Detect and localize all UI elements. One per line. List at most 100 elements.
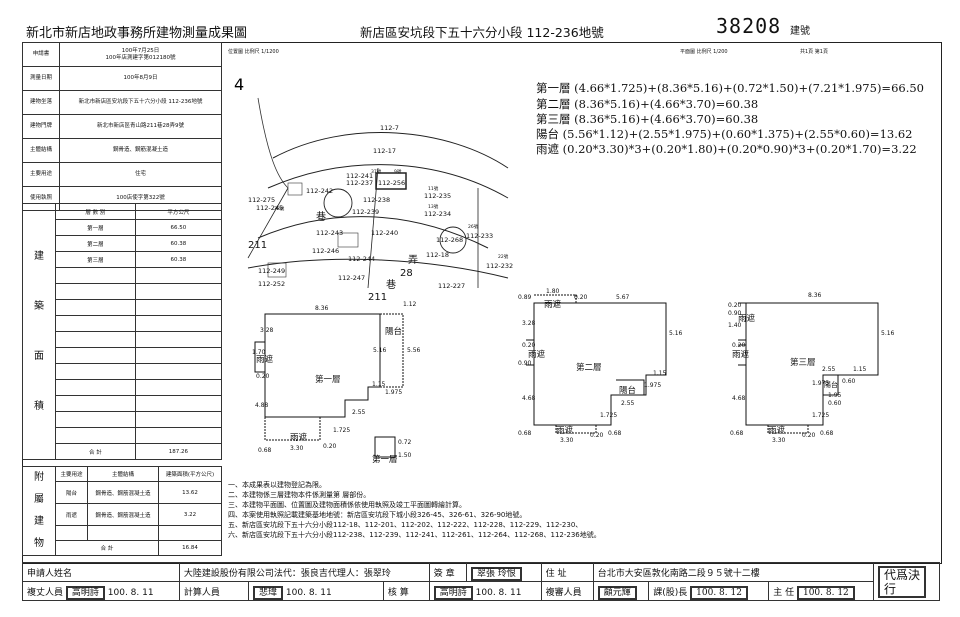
copier-stamp: 高明詩	[65, 585, 105, 600]
dim-label: 0.20	[256, 373, 270, 380]
seal-cell: 翠張 玲恨	[465, 562, 542, 582]
director-cell: 主 任 100. 8. 12	[768, 581, 874, 601]
calc-label: 計算人員	[178, 581, 250, 601]
checker-label: 核 算	[382, 581, 430, 601]
lot-label: 112-249	[258, 267, 285, 275]
annex-use: 雨遮	[55, 503, 88, 526]
dim-label: 2.55	[352, 409, 366, 416]
proxy-cell: 代爲決行	[872, 562, 941, 601]
north-mark: 4	[234, 75, 244, 94]
floor2-canopy-label: 雨遮	[556, 425, 574, 436]
checker-cell: 高明詩 100. 8. 11	[428, 581, 542, 601]
annex-char-2: 屬	[34, 494, 44, 505]
annex-char-1: 附	[34, 472, 44, 483]
road-label: 28	[400, 268, 413, 279]
floor-area: 60.38	[134, 235, 223, 252]
section-chief-label: 課(股)長	[653, 587, 688, 598]
checker-date: 100. 8. 11	[475, 587, 522, 598]
dim-label: 3.28	[260, 327, 274, 334]
dim-label: 3.28	[522, 320, 536, 327]
floor-area: 60.38	[134, 251, 223, 268]
dim-label: 1.12	[403, 301, 417, 308]
director-label: 主 任	[773, 587, 795, 598]
usage-value: 住宅	[59, 162, 222, 187]
site-map-header: 位置圖 比例尺 1/1200	[228, 49, 279, 55]
calc-stamp: 悲瑋	[253, 585, 284, 600]
dim-label: 1.975	[644, 382, 661, 389]
house-number: 13號	[428, 203, 439, 210]
floor1-plan: 第一層 陽台 雨遮 雨遮 第一層 8.36 1.12 3.28 5.16 5.5…	[252, 301, 421, 465]
lot-label: 112-237	[346, 179, 373, 187]
dim-label: 1.15	[372, 381, 386, 388]
dim-label: 5.67	[616, 294, 630, 301]
house-number: 11號	[428, 185, 439, 192]
lot-label: 112-234	[424, 210, 451, 218]
dim-label: 0.60	[842, 378, 856, 385]
dim-label: 0.60	[828, 400, 842, 407]
empty-row	[23, 363, 223, 380]
annex-side-label: 附 屬 建 物	[22, 466, 56, 556]
dim-label: 0.20	[590, 432, 604, 439]
annex-col-use: 主要用途	[55, 466, 88, 482]
dim-label: 1.725	[333, 427, 350, 434]
area-side-label: 建 築 面 積	[22, 203, 56, 460]
floor-area: 66.50	[134, 219, 223, 236]
empty-row	[23, 267, 223, 284]
dim-label: 1.40	[728, 322, 742, 329]
house-number: 37號	[371, 168, 382, 175]
dim-label: 0.20	[522, 342, 536, 349]
page-count: 共1頁 第1頁	[800, 49, 828, 55]
floor1-title-small: 第一層	[372, 454, 398, 465]
survey-date-value: 100年8月9日	[59, 66, 222, 91]
dim-label: 1.725	[812, 412, 829, 419]
dim-label: 0.68	[730, 430, 744, 437]
formula-floor1: 第一層 (4.66*1.725)+(8.36*5.16)+(0.72*1.50)…	[536, 81, 924, 95]
dim-label: 0.72	[398, 439, 412, 446]
dim-label: 1.975	[385, 389, 402, 396]
annex-char-4: 物	[34, 538, 44, 549]
lot-label: 112-18	[426, 251, 449, 259]
applicant-value: 大陸建設股份有限公司法代：張良吉代理人：張翠玲	[178, 562, 430, 582]
dim-label: 1.50	[398, 452, 412, 459]
proxy-stamp: 代爲決行	[877, 565, 926, 598]
dim-label: 4.68	[522, 395, 536, 402]
survey-date-label: 測量日期	[22, 66, 60, 91]
dim-label: 0.20	[732, 342, 746, 349]
annex-area: 13.62	[157, 481, 223, 504]
address-label: 住 址	[540, 562, 594, 582]
road-label: 211	[248, 240, 267, 251]
lot-label: 112-275	[248, 196, 275, 204]
note-line: 一、本成果表以建物登記為限。	[228, 481, 326, 489]
side-char-3: 面	[34, 350, 44, 362]
section-chief-date: 100. 8. 12	[690, 585, 748, 600]
note-line: 二、本建物係三層建物本件係測量第 層部份。	[228, 491, 371, 499]
dim-label: 3.30	[772, 437, 786, 444]
dim-label: 8.36	[808, 292, 822, 299]
empty-row	[23, 411, 223, 428]
seal-label: 簽 章	[428, 562, 467, 582]
floor3-plan: 第三層 陽台 雨遮 雨遮 雨遮 8.36 0.20 0.90 1.40 5.16…	[728, 292, 895, 444]
dim-label: 1.15	[853, 366, 867, 373]
notes: 一、本成果表以建物登記為限。 二、本建物係三層建物本件係測量第 層部份。 三、本…	[228, 480, 601, 540]
total-label: 合 計	[55, 443, 136, 460]
dim-label: 5.16	[669, 330, 683, 337]
empty-row	[23, 299, 223, 316]
dim-label: 1.70	[252, 349, 266, 356]
application-label: 申請書	[22, 42, 60, 67]
floor1-title: 第一層	[315, 374, 341, 385]
side-char-1: 建	[34, 250, 44, 262]
lot-label: 112-246	[312, 247, 339, 255]
dim-label: 0.68	[820, 430, 834, 437]
empty-row	[23, 379, 223, 396]
house-number: 26號	[468, 223, 479, 230]
lot-label: 112-241	[346, 172, 373, 180]
structure-label: 主體結構	[22, 138, 60, 163]
annex-total-value: 16.84	[157, 540, 223, 556]
dim-label: 8.36	[315, 305, 329, 312]
floor2-plan: 第二層 陽台 雨遮 雨遮 雨遮 0.89 1.80 0.20 5.67 3.28…	[518, 288, 683, 444]
signature-footer: 申請人姓名 大陸建設股份有限公司法代：張良吉代理人：張翠玲 簽 章 翠張 玲恨 …	[22, 562, 941, 601]
dim-label: 1.725	[600, 412, 617, 419]
